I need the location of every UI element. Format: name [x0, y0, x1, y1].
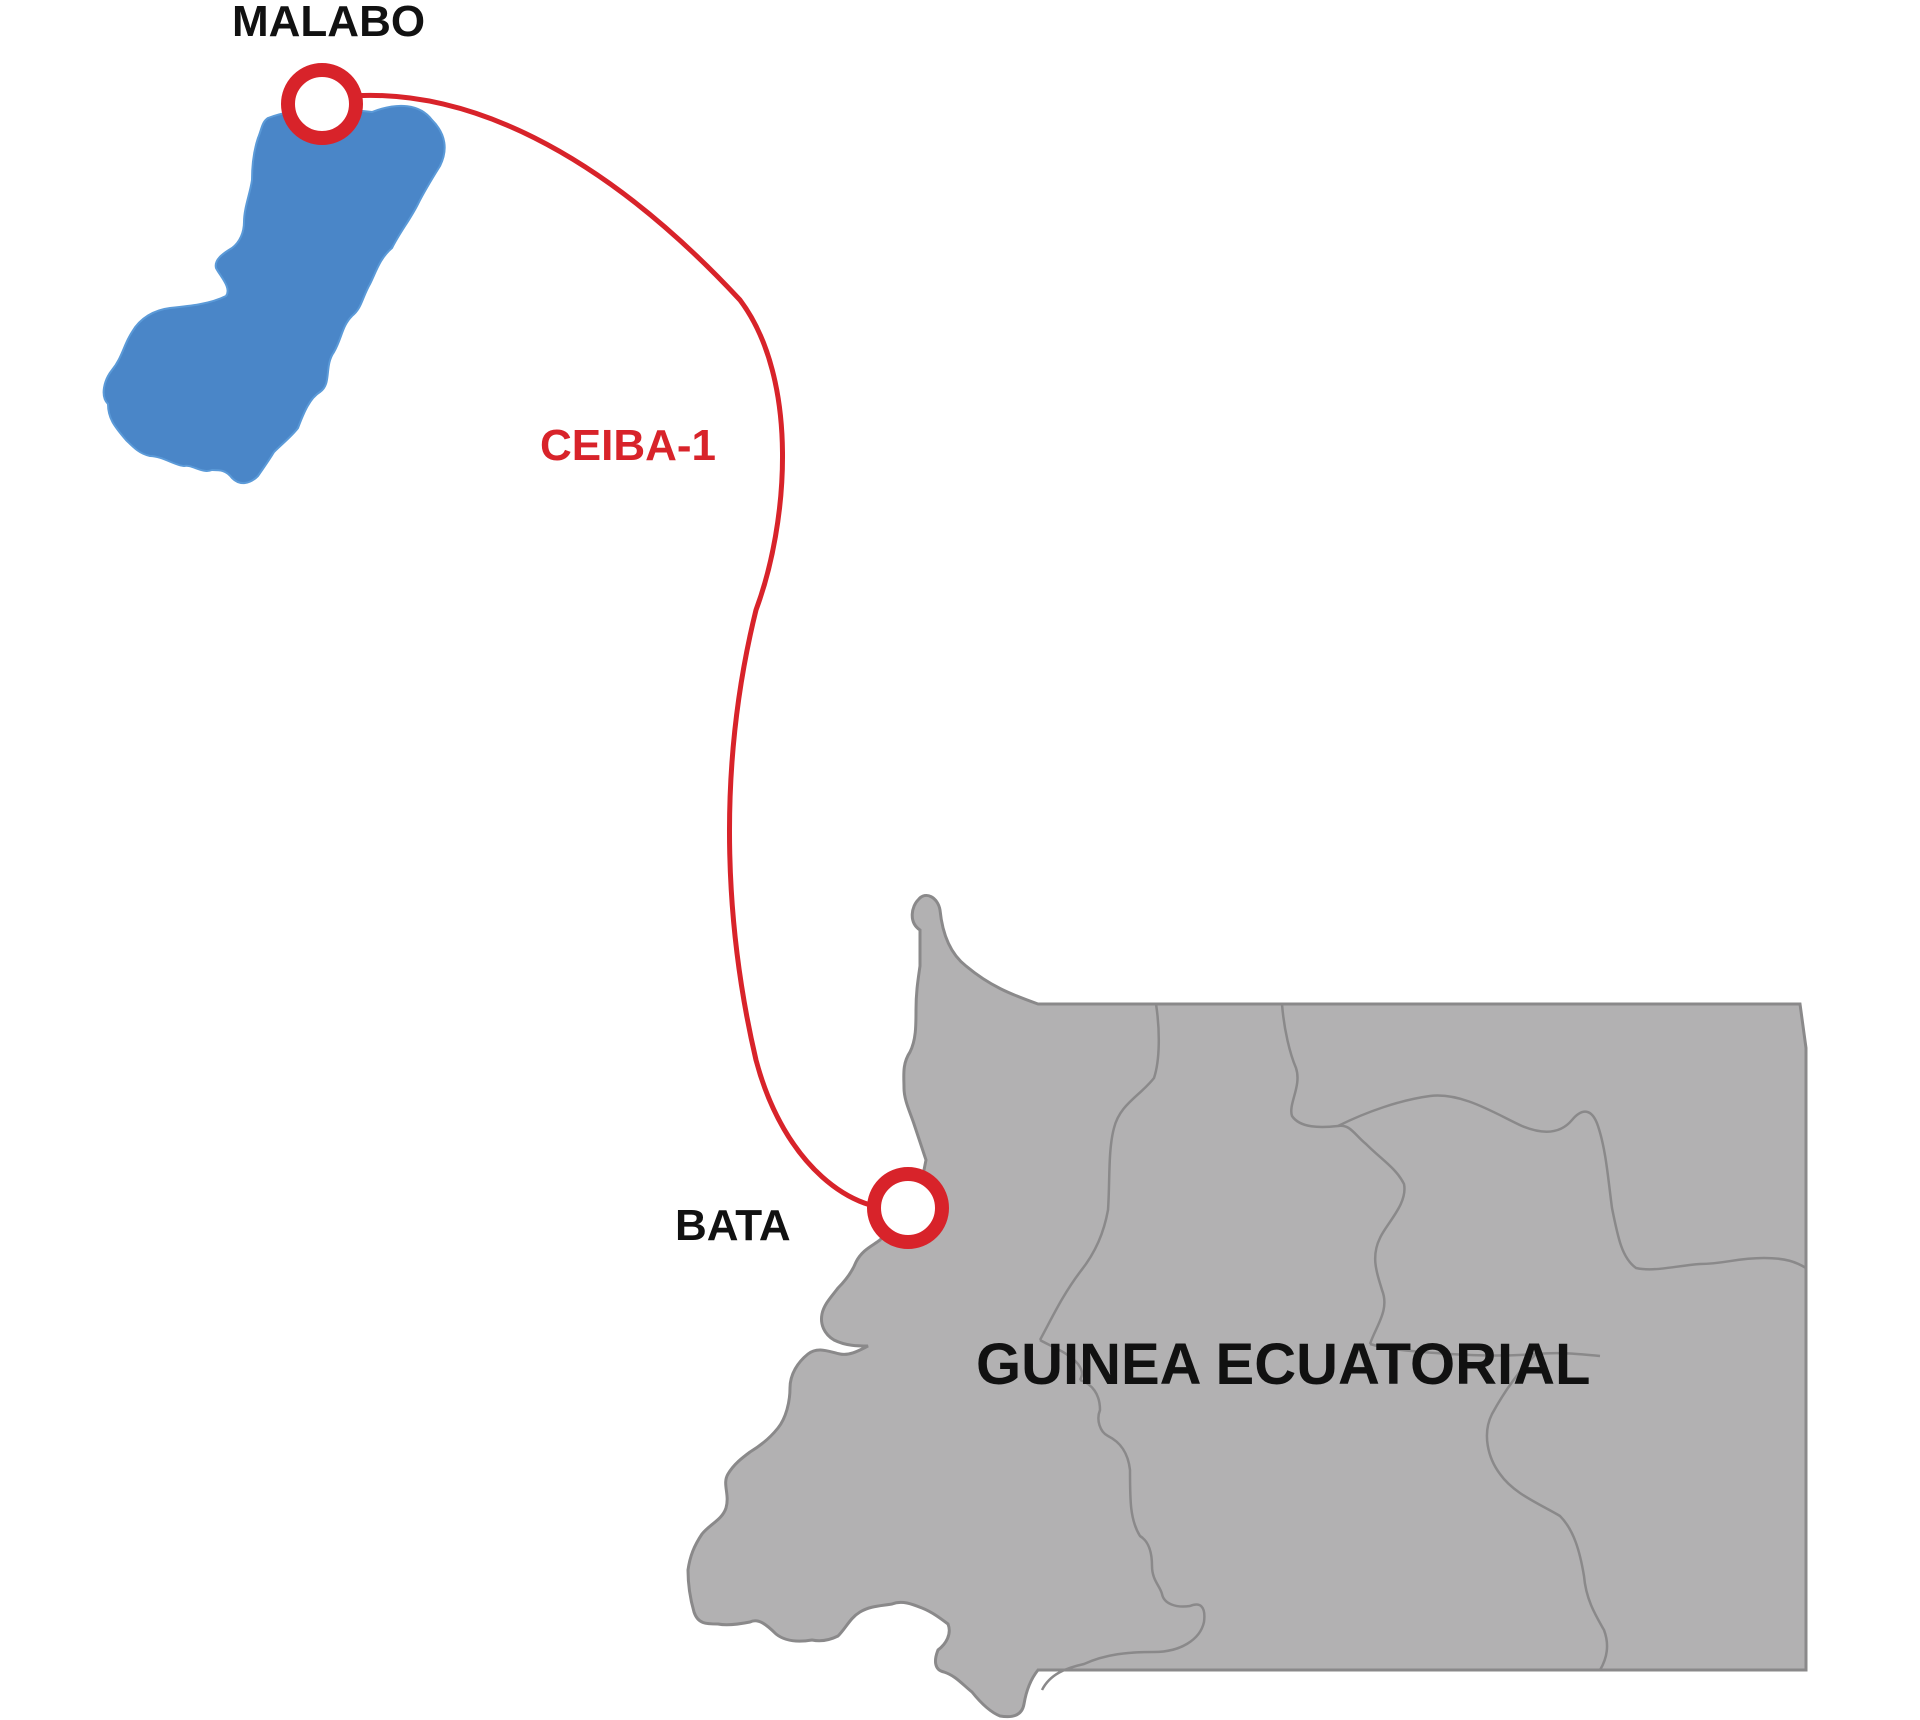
- province-border: [1280, 1003, 1406, 1345]
- province-border: [1485, 1353, 1609, 1671]
- cable-label: CEIBA-1: [540, 421, 716, 470]
- province-border: [1369, 1342, 1601, 1358]
- province-borders: [1038, 1003, 1807, 1691]
- province-border: [1337, 1094, 1807, 1271]
- province-border: [1038, 1003, 1161, 1341]
- province-border: [1039, 1338, 1084, 1381]
- cable-route: [317, 92, 907, 1212]
- malabo-node: [281, 63, 363, 145]
- mainland-territory: [686, 894, 1808, 1719]
- bioko-island: [102, 104, 446, 484]
- province-border: [1040, 1378, 1206, 1691]
- bata-node: [867, 1167, 949, 1249]
- country-label: GUINEA ECUATORIAL: [976, 1332, 1590, 1397]
- malabo-label: MALABO: [232, 0, 425, 46]
- bata-label: BATA: [675, 1201, 791, 1250]
